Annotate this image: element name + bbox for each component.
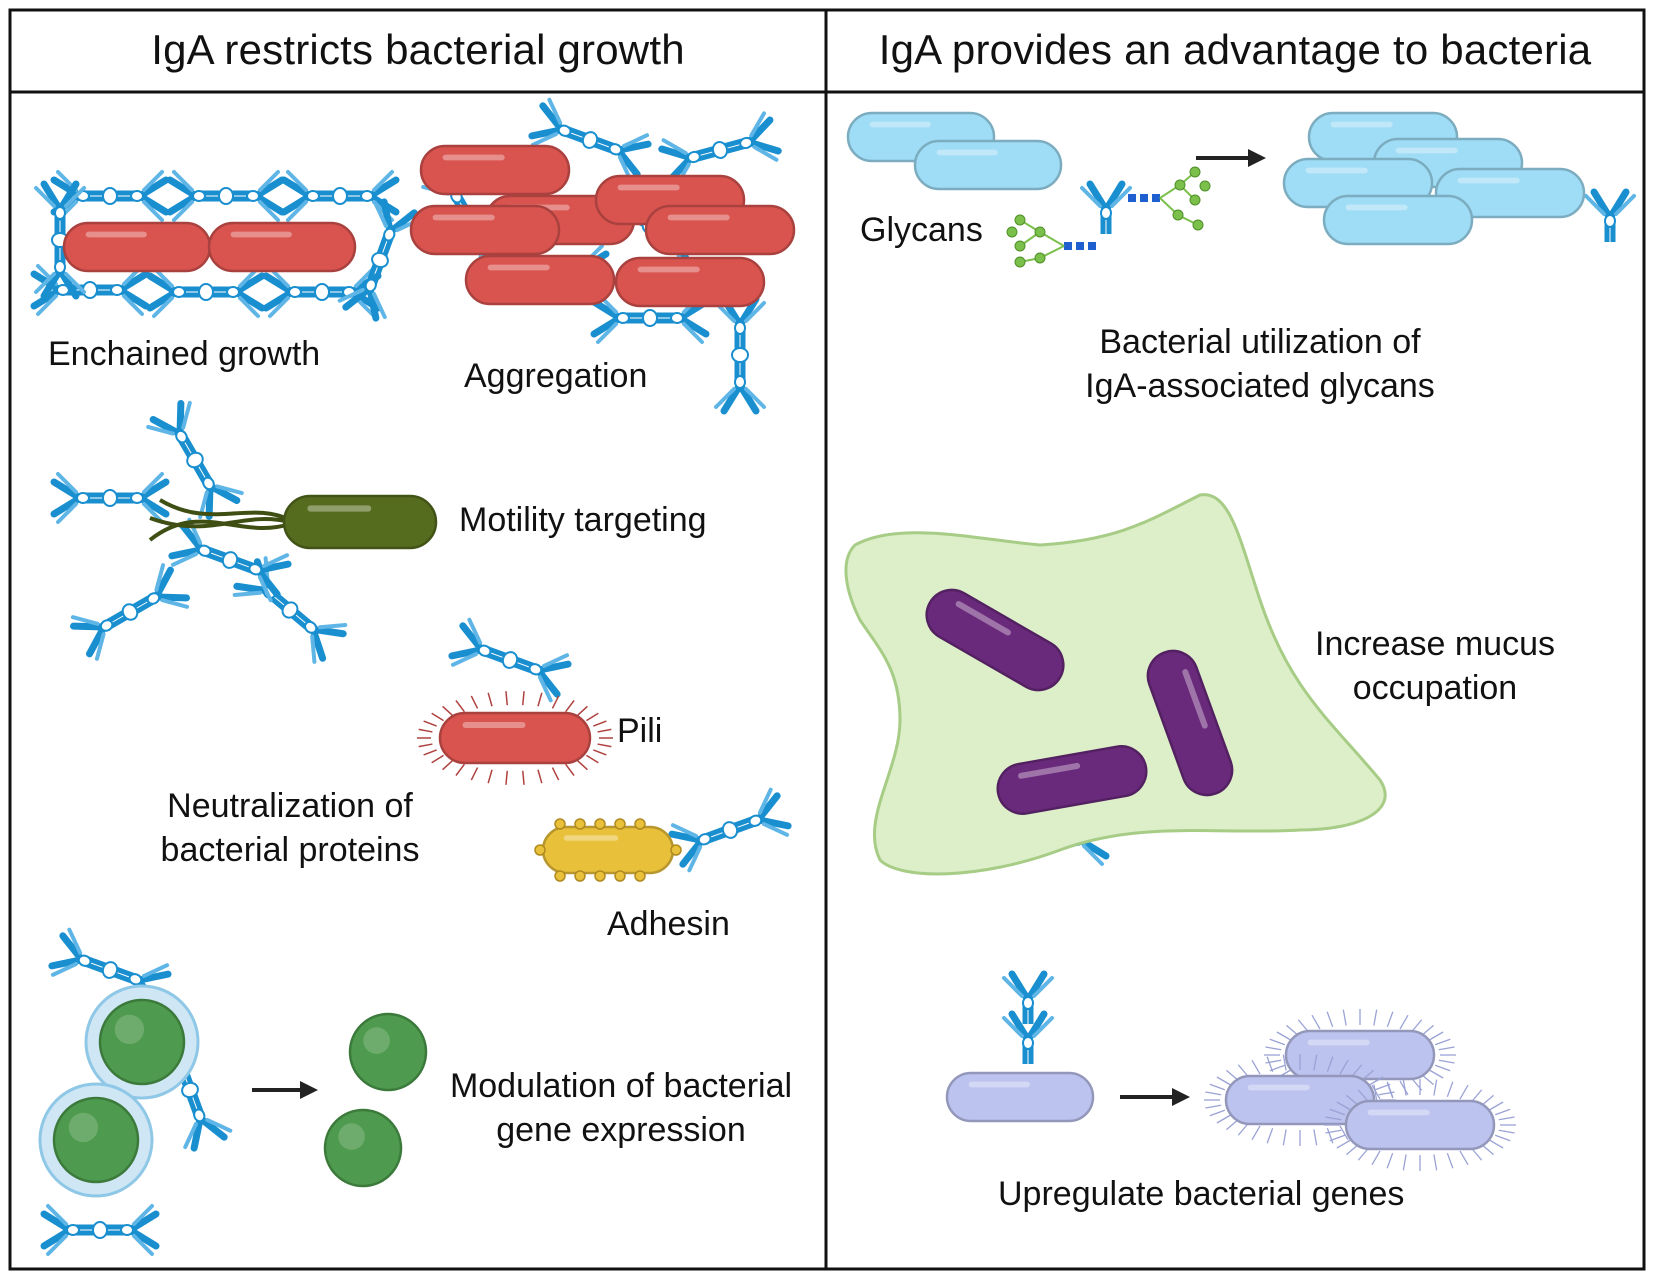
iga-dimer-icon <box>170 172 282 220</box>
adhesin-bacterium-body <box>541 825 675 875</box>
label-neutralization-line2: bacterial proteins <box>160 831 420 869</box>
upregulated-bacterium-body <box>1344 1099 1496 1151</box>
mucus-bacterium <box>996 745 1148 815</box>
enchained-bacterium <box>207 221 357 273</box>
mucus-bacterium <box>1146 649 1234 797</box>
label-glycans: Glycans <box>860 211 983 249</box>
pili-bacterium-body <box>438 711 592 765</box>
label-mucus-occupation-line1: Increase mucus <box>1315 625 1555 663</box>
label-motility-targeting: Motility targeting <box>459 501 707 539</box>
label-adhesin: Adhesin <box>607 905 730 943</box>
mucus-layer <box>844 493 1387 876</box>
label-glycan-utilization: Bacterial utilization of IgA-associated … <box>1040 320 1480 408</box>
upregulated-bacterium-body <box>1284 1029 1436 1081</box>
label-aggregation: Aggregation <box>464 357 648 395</box>
aggregated-bacterium <box>614 256 766 308</box>
label-pili: Pili <box>617 712 663 750</box>
light-blue-bacterium <box>1434 167 1586 219</box>
flagella <box>148 498 291 542</box>
upregulate-antibody-icon <box>1004 1014 1052 1064</box>
iga-dimer-icon <box>669 788 791 871</box>
motile-bacterium <box>282 494 438 550</box>
glycan-arrow-icon <box>1196 149 1266 167</box>
coated-cell <box>38 1082 154 1198</box>
right-header-text: IgA provides an advantage to bacteria <box>878 26 1592 73</box>
iga-dimer-icon <box>70 563 191 661</box>
upregulated-bacterium <box>1324 1079 1516 1171</box>
left-header: IgA restricts bacterial growth <box>10 10 826 90</box>
aggregated-bacterium <box>644 204 796 256</box>
label-modulation-line2: gene expression <box>496 1111 746 1149</box>
label-modulation-line1: Modulation of bacterial <box>449 1067 793 1105</box>
glycan-chain <box>1006 166 1211 268</box>
adhesin-bacterium <box>534 818 682 882</box>
glycan-antibody-icon <box>1586 192 1634 242</box>
released-cell <box>323 1108 403 1188</box>
modulation-arrow-icon <box>252 1081 318 1099</box>
right-header: IgA provides an advantage to bacteria <box>826 10 1644 90</box>
aggregated-bacterium <box>464 254 616 306</box>
upregulated-bacterium <box>1264 1009 1456 1101</box>
label-enchained-growth: Enchained growth <box>48 335 321 373</box>
label-neutralization: Neutralization of bacterial proteins <box>130 784 450 872</box>
iga-dimer-icon <box>449 618 571 701</box>
pili-bacterium <box>417 691 613 785</box>
label-mucus-occupation-line2: occupation <box>1352 669 1518 707</box>
enchained-bacterium <box>62 221 212 273</box>
label-modulation: Modulation of bacterial gene expression <box>420 1064 822 1152</box>
label-neutralization-line1: Neutralization of <box>167 787 413 825</box>
lavender-bacterium <box>945 1071 1095 1123</box>
iga-dimer-icon <box>150 268 262 316</box>
bacteria-layer <box>38 111 1586 1198</box>
panel-frame <box>8 8 1646 1271</box>
label-upregulate: Upregulate bacterial genes <box>998 1175 1405 1213</box>
light-blue-bacterium <box>1322 194 1474 246</box>
mucus-bacterium <box>925 588 1065 692</box>
iga-dimer-icon <box>54 474 166 522</box>
label-glycan-utilization-line2: IgA-associated glycans <box>1085 367 1435 405</box>
coated-cell <box>84 984 200 1100</box>
left-header-text: IgA restricts bacterial growth <box>151 26 685 73</box>
iga-dimer-icon <box>44 1206 156 1254</box>
aggregated-bacterium <box>419 144 571 196</box>
iga-dimer-icon <box>716 299 764 411</box>
released-cell <box>348 1012 428 1092</box>
aggregated-bacterium <box>409 204 561 256</box>
label-glycan-utilization-line1: Bacterial utilization of <box>1099 323 1421 361</box>
iga-dimer-icon <box>169 518 291 601</box>
glycan-antibody-icon <box>1082 184 1130 234</box>
light-blue-bacterium <box>913 139 1063 191</box>
label-mucus-occupation: Increase mucus occupation <box>1280 622 1590 710</box>
upregulate-arrow-icon <box>1120 1088 1190 1106</box>
